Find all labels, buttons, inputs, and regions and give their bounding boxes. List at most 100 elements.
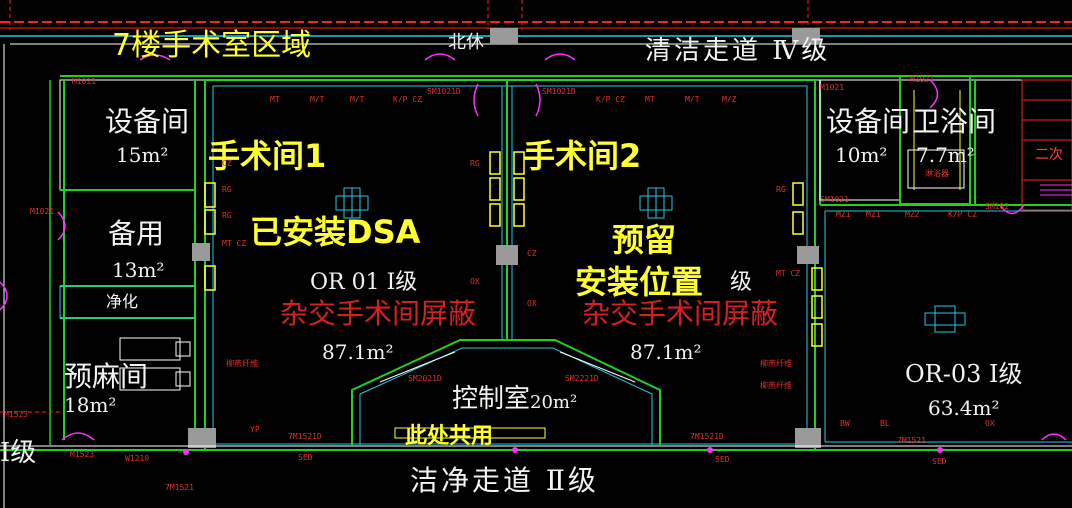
control-room-wall (351, 339, 661, 445)
or1-table (335, 187, 369, 219)
equipment-tag: MT (645, 95, 655, 104)
or1-area: 87.1m² (322, 340, 394, 364)
door-tag: SM102 (985, 202, 1010, 211)
door-tag: 7M1521D (690, 432, 724, 441)
marker (512, 447, 518, 453)
door-arc (544, 53, 576, 61)
equipment-box (119, 337, 181, 361)
equipment-tag: OX (985, 419, 995, 428)
wall-panel (204, 209, 216, 235)
or1-shield: 杂交手术间屏蔽 (280, 297, 477, 330)
wall-panel (811, 295, 823, 319)
top-corridor-label: 清洁走道 Ⅳ级 (645, 36, 831, 66)
shower-box (907, 149, 965, 189)
marker (937, 447, 943, 453)
column (192, 243, 210, 261)
marker (707, 447, 713, 453)
equipment-tag: SED (298, 453, 313, 462)
wall-panel (811, 267, 823, 291)
wall-panel (513, 151, 525, 175)
column (792, 28, 820, 44)
right-edge-fragment: 二次 (1035, 147, 1063, 163)
wall-panel (811, 323, 823, 347)
equipment-tag: M/T (350, 95, 365, 104)
equipment-tag: RG (776, 185, 786, 194)
equipment-tag: OX (527, 299, 537, 308)
door-arc (139, 54, 171, 61)
door-tag: M1021 (30, 207, 55, 216)
storage-area: 13m² (112, 258, 165, 282)
door-tag: 北休 (448, 32, 484, 53)
equipment-tag: K/P CZ (393, 95, 422, 104)
equipment-tag: K/P CZ (596, 95, 625, 104)
door-arc (1041, 433, 1067, 441)
door-arc (535, 83, 541, 117)
control-room-area: 20m² (530, 392, 578, 413)
control-room-window (559, 351, 636, 383)
equipment-right-name: 设备间 (826, 105, 911, 138)
equipment-right-area: 10m² (835, 143, 888, 167)
door-tag: 7M1521 (897, 436, 926, 445)
wall-panel (204, 182, 216, 208)
anesthesia-area: 18m² (64, 393, 117, 417)
or3-code: OR-03 Ⅰ级 (905, 360, 1023, 388)
door-tag: M1021 (72, 77, 97, 86)
door-arc (61, 432, 95, 441)
door-tag: M1021 (820, 83, 845, 92)
or1-title: 手术间1 (208, 137, 327, 175)
wall-panel (513, 203, 525, 227)
or1-note: 已安装DSA (250, 213, 421, 251)
or3-table (924, 305, 966, 333)
equipment-tag: 淋浴器 (925, 169, 949, 178)
door-tag: W1210 (125, 454, 150, 463)
column (496, 245, 518, 265)
equipment-tag: BL (880, 419, 890, 428)
or1-code: OR 01 Ⅰ级 (310, 270, 418, 295)
equipment-tag: MT CZ (222, 239, 247, 248)
door-tag: SM2021D (408, 374, 442, 383)
equipment-box (175, 371, 191, 387)
or2-area: 87.1m² (630, 340, 702, 364)
wall-panel (792, 211, 804, 235)
equipment-tag: SED (715, 455, 730, 464)
equipment-tag: CZ (527, 249, 537, 258)
door-tag: 7M1521 (165, 483, 194, 492)
wall-panel (204, 265, 216, 291)
door-arc (57, 211, 66, 241)
or2-table (639, 187, 673, 219)
shared-note: 此处共用 (405, 424, 494, 449)
equipment-tag: MT CZ (776, 269, 801, 278)
equipment-tag: M/T (685, 95, 700, 104)
door-tag: 7M1521D (288, 432, 322, 441)
equipment-tag: MT (270, 95, 280, 104)
door-tag: M1523 (70, 450, 95, 459)
equipment-tag: RG (470, 159, 480, 168)
equipment-box (119, 367, 181, 391)
equipment-tag: 柳燕纤维 (226, 359, 258, 368)
door-arc (424, 53, 456, 61)
or2-grade: 级 (730, 270, 753, 295)
column (490, 28, 518, 44)
equipment-left-name: 设备间 (105, 105, 190, 138)
door-tag: SM1021D (542, 87, 576, 96)
door-arc (473, 83, 479, 117)
wall-panel (513, 177, 525, 201)
equipment-left-area: 15m² (116, 143, 169, 167)
equipment-tag: SED (932, 457, 947, 466)
equipment-tag: 柳燕纤维 (760, 381, 792, 390)
left-grade-fragment: Ⅰ级 (0, 438, 37, 468)
stair-room (1021, 79, 1072, 211)
door-tag: M1021 (910, 75, 935, 84)
door-tag: SM1021D (427, 87, 461, 96)
or3-area: 63.4m² (928, 396, 1000, 420)
anesthesia-name: 预麻间 (64, 360, 149, 393)
door-tag: SM2221D (565, 374, 599, 383)
equipment-tag: M/Z (722, 95, 737, 104)
equipment-tag: YP (250, 425, 260, 434)
or-block-inner (212, 85, 808, 445)
toilet-area: 7.7m² (916, 143, 975, 167)
bottom-corridor-label: 洁净走道 Ⅱ级 (410, 464, 599, 497)
control-room-window (379, 351, 456, 383)
